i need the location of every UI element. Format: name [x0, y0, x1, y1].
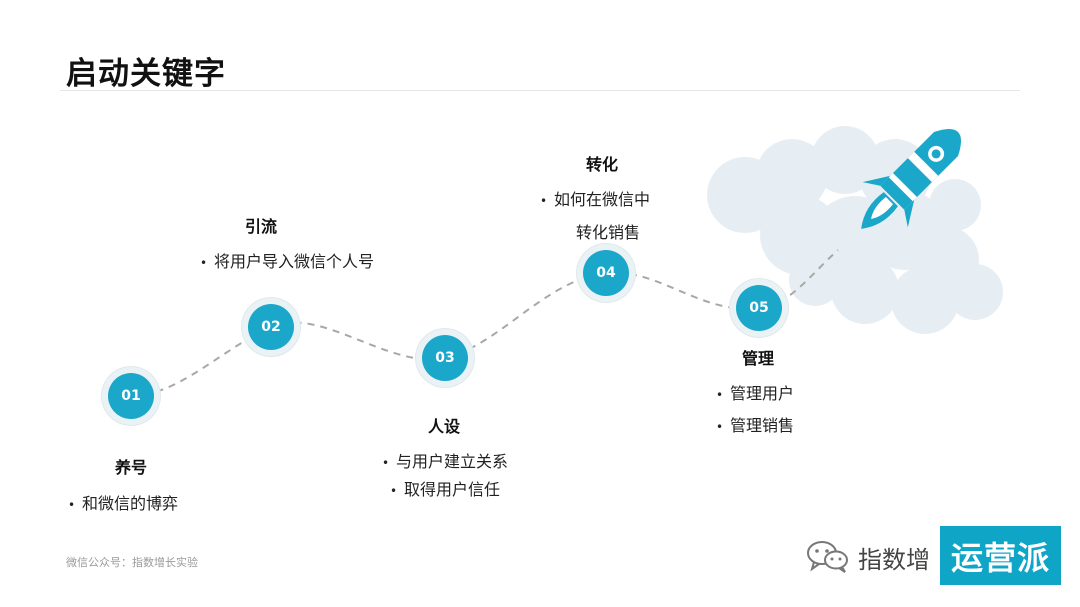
step-bullet: •和微信的博弈: [68, 494, 179, 513]
step-bullet-continued: 转化销售: [576, 223, 641, 242]
brand-badge: 运营派: [940, 526, 1061, 585]
step-node-02: 02: [248, 304, 294, 350]
step-node-04: 04: [583, 250, 629, 296]
step-title-02: 引流: [245, 217, 278, 236]
footer-note: 微信公众号：指数增长实验: [66, 556, 198, 569]
step-title-01: 养号: [115, 458, 148, 477]
title-divider: [60, 90, 1020, 91]
page-title: 启动关键字: [66, 56, 226, 92]
step-bullet: •与用户建立关系: [382, 452, 509, 471]
step-node-03: 03: [422, 335, 468, 381]
rocket-icon: [861, 128, 962, 229]
step-title-03: 人设: [428, 417, 461, 436]
wechat-icon: [807, 541, 848, 573]
step-title-05: 管理: [742, 349, 775, 368]
step-bullet: •管理销售: [716, 416, 795, 435]
step-node-01: 01: [108, 373, 154, 419]
step-title-04: 转化: [586, 155, 619, 174]
step-bullet: •将用户导入微信个人号: [200, 252, 375, 271]
step-bullet: •管理用户: [716, 384, 795, 403]
step-bullet: •取得用户信任: [390, 480, 501, 499]
brand-text: 指数增: [858, 546, 930, 574]
step-node-05: 05: [736, 285, 782, 331]
step-bullet: •如何在微信中: [540, 190, 651, 209]
